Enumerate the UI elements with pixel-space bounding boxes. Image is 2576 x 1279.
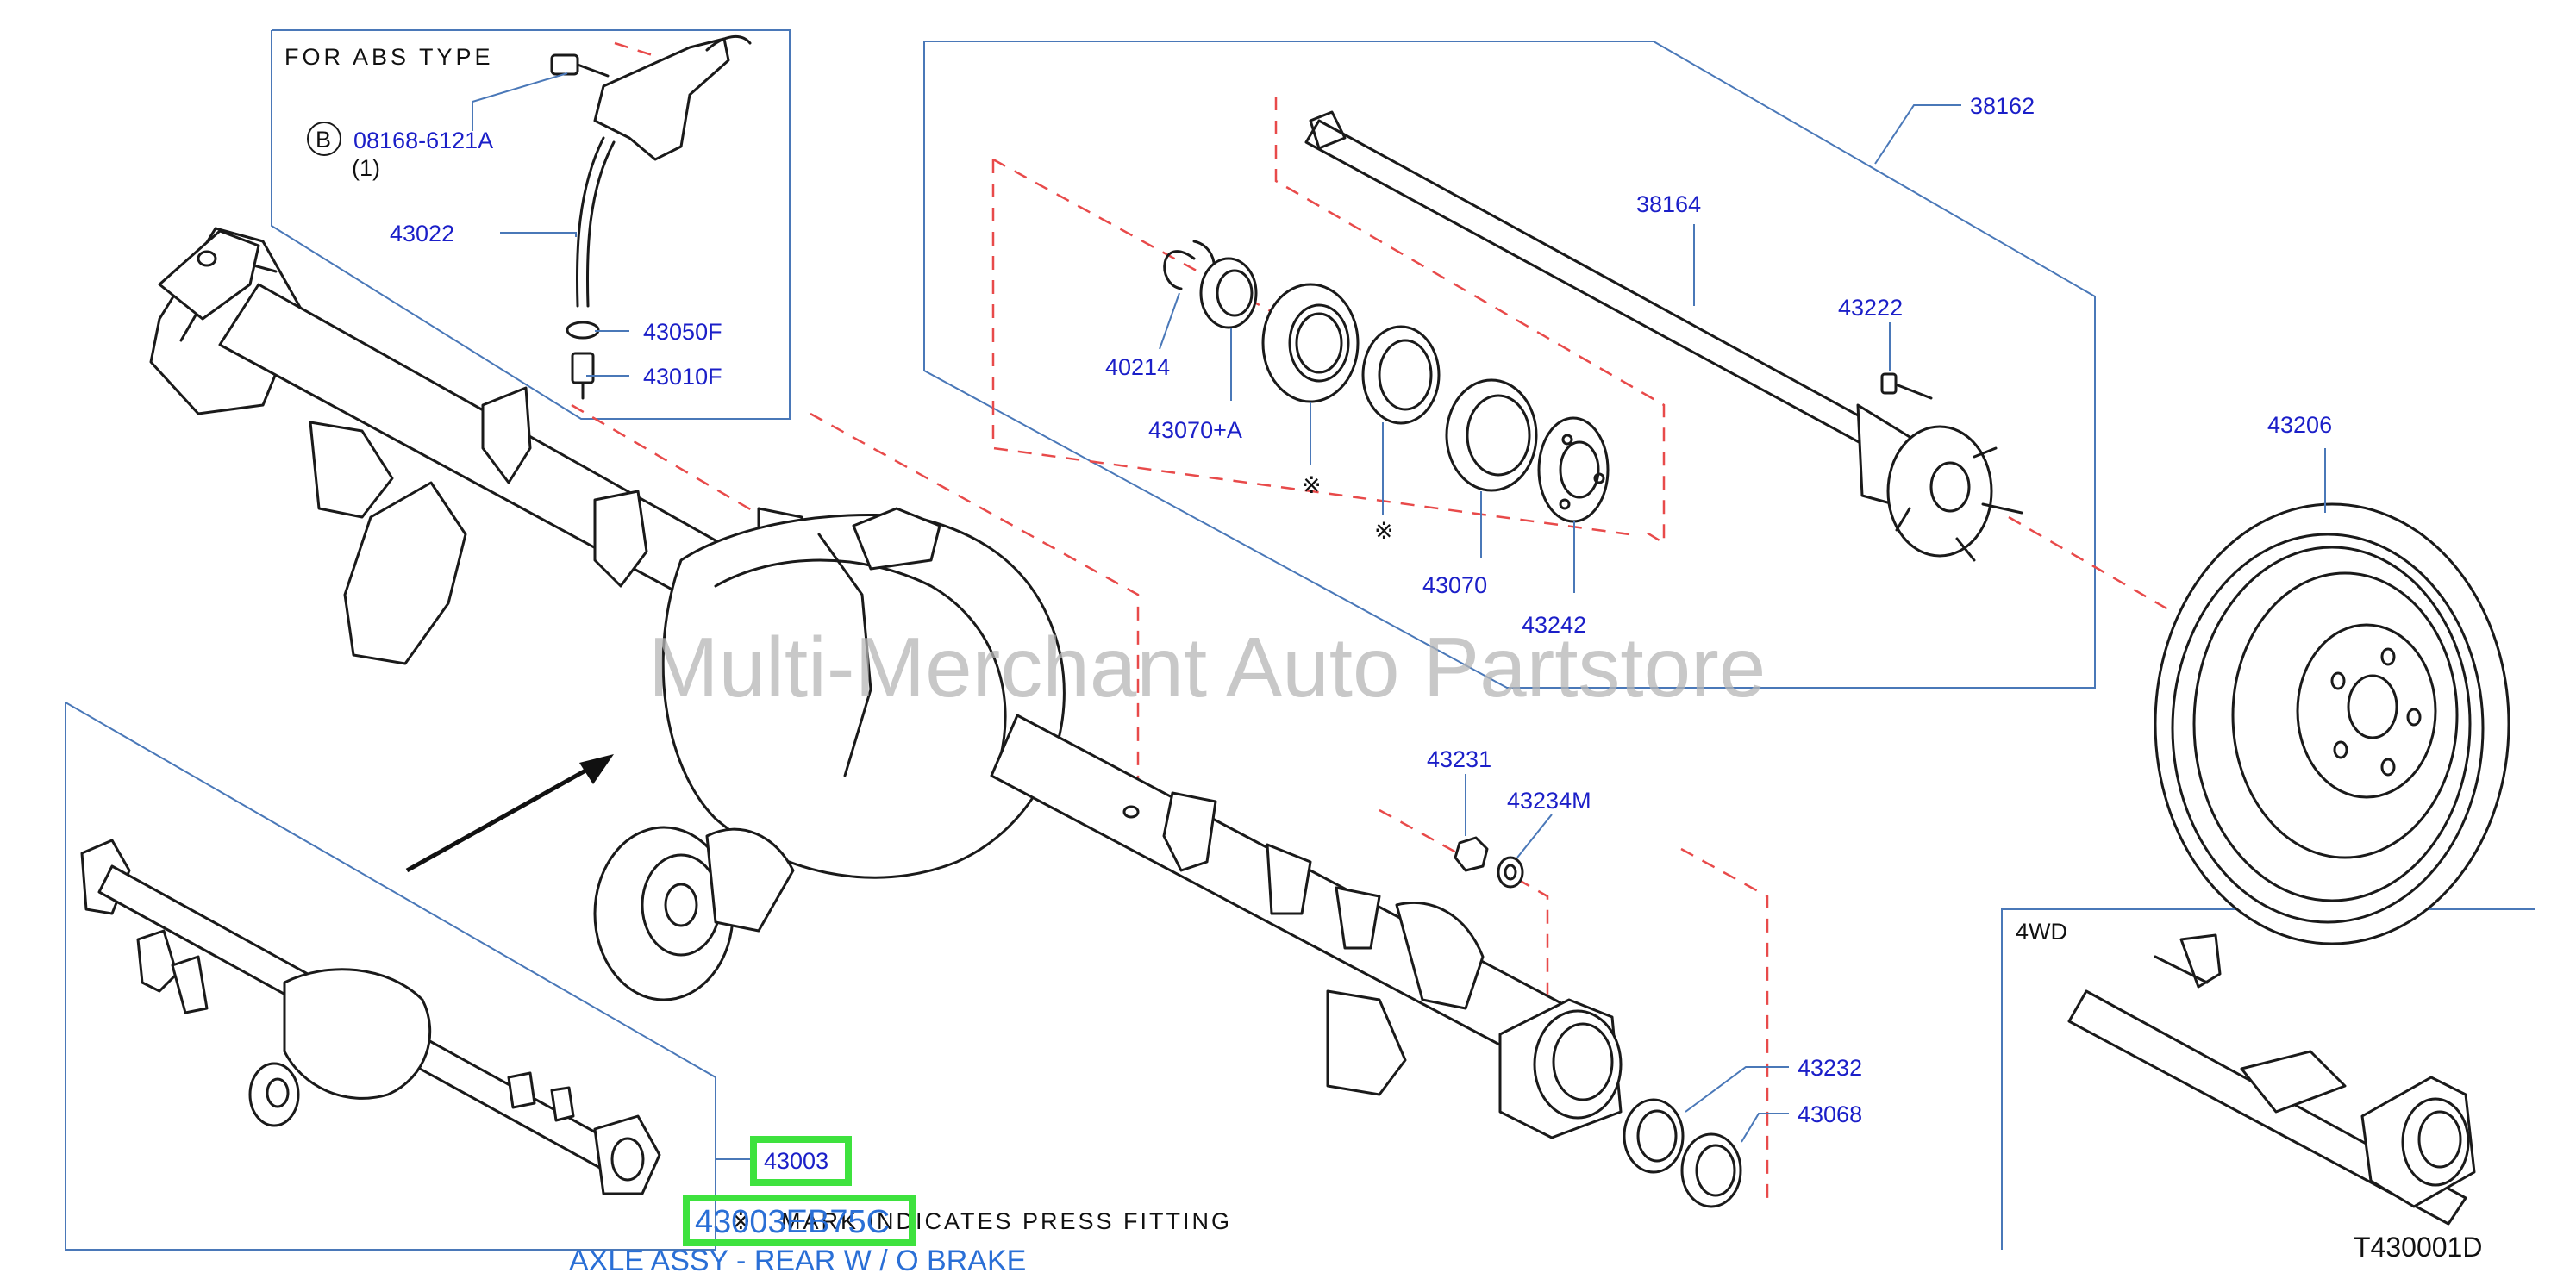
callout-43070A: 43070+A <box>1148 417 1242 443</box>
callout-43068: 43068 <box>1798 1101 1862 1127</box>
callout-43242: 43242 <box>1522 612 1586 638</box>
bolt-marker-circle <box>307 122 341 156</box>
watermark: Multi-Merchant Auto Partstore <box>648 620 1766 714</box>
callout-43022: 43022 <box>390 221 454 246</box>
callout-43010F: 43010F <box>643 364 722 390</box>
callout-43003[interactable]: 43003 <box>764 1148 828 1174</box>
housing-callouts: 43231 43234M 43232 43068 <box>1427 746 1862 1127</box>
overview-inset-frame <box>65 702 716 1251</box>
part-code-box[interactable]: 43003EB75C <box>683 1195 916 1246</box>
shaft-callouts: 38162 38164 40214 43070+A 43222 43206 43… <box>1105 93 2332 638</box>
press-fit-note-mark: ※ <box>731 1208 751 1234</box>
press-fit-mark-bearing: ※ <box>1302 472 1322 498</box>
leader-lines <box>472 72 2326 1160</box>
assy-callout-43003[interactable]: 43003 <box>750 1136 852 1186</box>
overview-axle-thumbnail <box>80 839 661 1195</box>
abs-inset-frame <box>271 29 791 420</box>
4wd-axle-detail <box>2067 933 2476 1226</box>
callout-43070: 43070 <box>1422 572 1487 598</box>
callout-08168-6121A: 08168-6121A <box>353 128 493 153</box>
assy-callout-highlight <box>750 1136 852 1186</box>
callout-43222: 43222 <box>1838 295 1903 321</box>
abs-sensor-parts <box>550 35 752 400</box>
abs-callouts: FOR ABS TYPE B 08168-6121A (1) 43022 430… <box>284 44 722 390</box>
abs-type-title: FOR ABS TYPE <box>284 44 494 70</box>
direction-arrow-icon <box>405 754 614 873</box>
axle-shaft-assembly: ※ ※ <box>1163 110 2023 562</box>
press-fit-mark-seal: ※ <box>1374 518 1394 544</box>
press-fit-note: MARK INDICATES PRESS FITTING <box>781 1208 1232 1234</box>
axle-shaft-frame <box>923 41 2096 689</box>
callout-43231: 43231 <box>1427 746 1491 772</box>
callout-43234M: 43234M <box>1507 788 1591 814</box>
4wd-title: 4WD <box>2016 919 2067 945</box>
callout-43232: 43232 <box>1798 1055 1862 1081</box>
callout-43050F: 43050F <box>643 319 722 345</box>
callout-38164: 38164 <box>1636 191 1701 217</box>
callout-43206: 43206 <box>2267 412 2332 438</box>
part-name-caption: AXLE ASSY - REAR W / O BRAKE <box>569 1245 1026 1277</box>
part-code-highlight <box>683 1195 916 1246</box>
callout-40214: 40214 <box>1105 354 1170 380</box>
bolt-marker-letter: B <box>316 127 331 153</box>
brake-drum <box>2154 502 2510 945</box>
bolt-quantity: (1) <box>352 155 380 181</box>
diagram-id: T430001D <box>2354 1232 2482 1263</box>
nut-and-washers <box>1454 836 1742 1208</box>
part-code[interactable]: 43003EB75C <box>695 1204 890 1240</box>
rear-axle-housing <box>149 227 1623 1139</box>
callout-38162: 38162 <box>1970 93 2035 119</box>
